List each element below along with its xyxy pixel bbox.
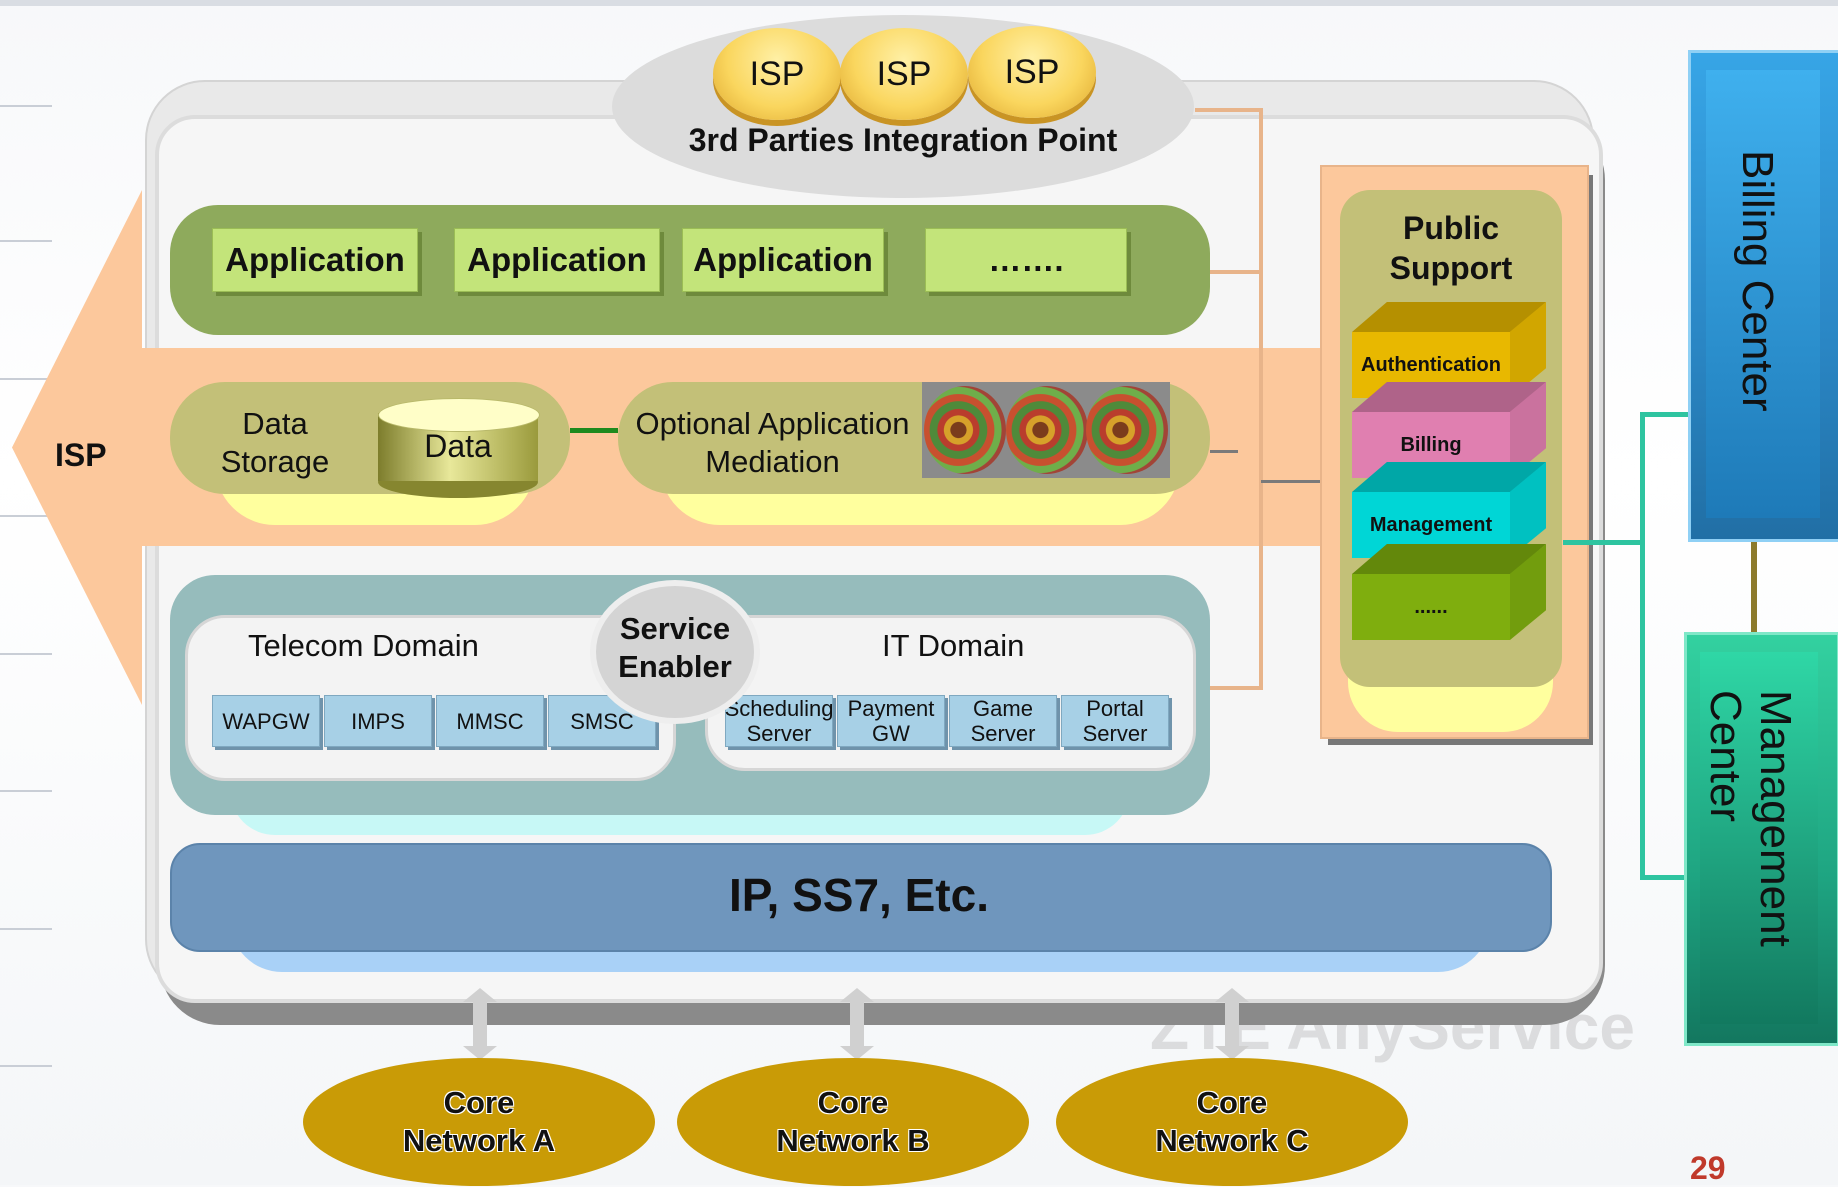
telecom-domain-label: Telecom Domain (248, 628, 479, 663)
management-center-face (1700, 652, 1818, 1024)
teal-connector (1563, 540, 1645, 545)
block-top-face (1352, 462, 1546, 492)
application-box: Application (212, 228, 418, 292)
isp-side-label: ISP (55, 437, 107, 473)
page-number: 29 (1690, 1150, 1726, 1186)
isp-node: ISP (968, 26, 1096, 118)
it-domain-label: IT Domain (882, 628, 1025, 663)
public-support-title: Public Support (1389, 210, 1513, 286)
teal-connector (1640, 412, 1645, 880)
telecom-chip: WAPGW (212, 695, 320, 747)
connector-line (1210, 686, 1263, 690)
connector-line (1261, 480, 1341, 483)
mediation-icons (922, 382, 1170, 478)
margin-tick (0, 105, 52, 107)
service-enabler-label: Service Enabler (618, 611, 732, 684)
telecom-chip: SMSC (548, 695, 656, 747)
mediation-ring-icon (1006, 386, 1088, 474)
public-support-block: ...... (1352, 574, 1510, 640)
margin-tick (0, 928, 52, 930)
teal-connector (1640, 412, 1690, 417)
data-storage-label: Data Storage (220, 406, 330, 479)
database-label: Data (424, 428, 492, 464)
margin-tick (0, 1065, 52, 1067)
application-more-box: ……. (925, 228, 1127, 292)
block-top-face (1352, 302, 1546, 332)
top-bar (0, 0, 1838, 6)
margin-tick (0, 240, 52, 242)
margin-tick (0, 790, 52, 792)
network-layer-bar (170, 843, 1552, 952)
connector-line (1195, 108, 1263, 112)
isp-node: ISP (840, 28, 968, 120)
margin-tick (0, 378, 52, 380)
mediation-ring-icon (924, 386, 1006, 474)
service-enabler-circle (590, 580, 760, 724)
double-arrow-icon (463, 988, 497, 1060)
mediation-ring-icon (1086, 386, 1168, 474)
connector-line (1210, 450, 1238, 453)
storage-mediation-link (570, 428, 618, 433)
application-box: Application (454, 228, 660, 292)
double-arrow-icon (1215, 988, 1249, 1060)
billing-center-label: Billing Center (1733, 150, 1782, 412)
mediation-label: Optional Application Mediation (635, 406, 910, 479)
network-layer-label: IP, SS7, Etc. (729, 869, 989, 921)
teal-connector (1640, 875, 1690, 880)
margin-tick (0, 653, 52, 655)
database-cylinder-top (378, 398, 540, 432)
billing-center-face (1706, 70, 1820, 518)
connector-line (1259, 108, 1263, 690)
telecom-chip: MMSC (436, 695, 544, 747)
third-party-label: 3rd Parties Integration Point (688, 122, 1118, 158)
public-support-block: Authentication (1352, 332, 1510, 398)
billing-management-link (1751, 536, 1757, 634)
margin-tick (0, 515, 52, 517)
connector-line (1210, 270, 1263, 274)
block-top-face (1352, 382, 1546, 412)
block-top-face (1352, 544, 1546, 574)
isp-node: ISP (713, 28, 841, 120)
application-box: Application (682, 228, 884, 292)
double-arrow-icon (840, 988, 874, 1060)
telecom-chip: IMPS (324, 695, 432, 747)
